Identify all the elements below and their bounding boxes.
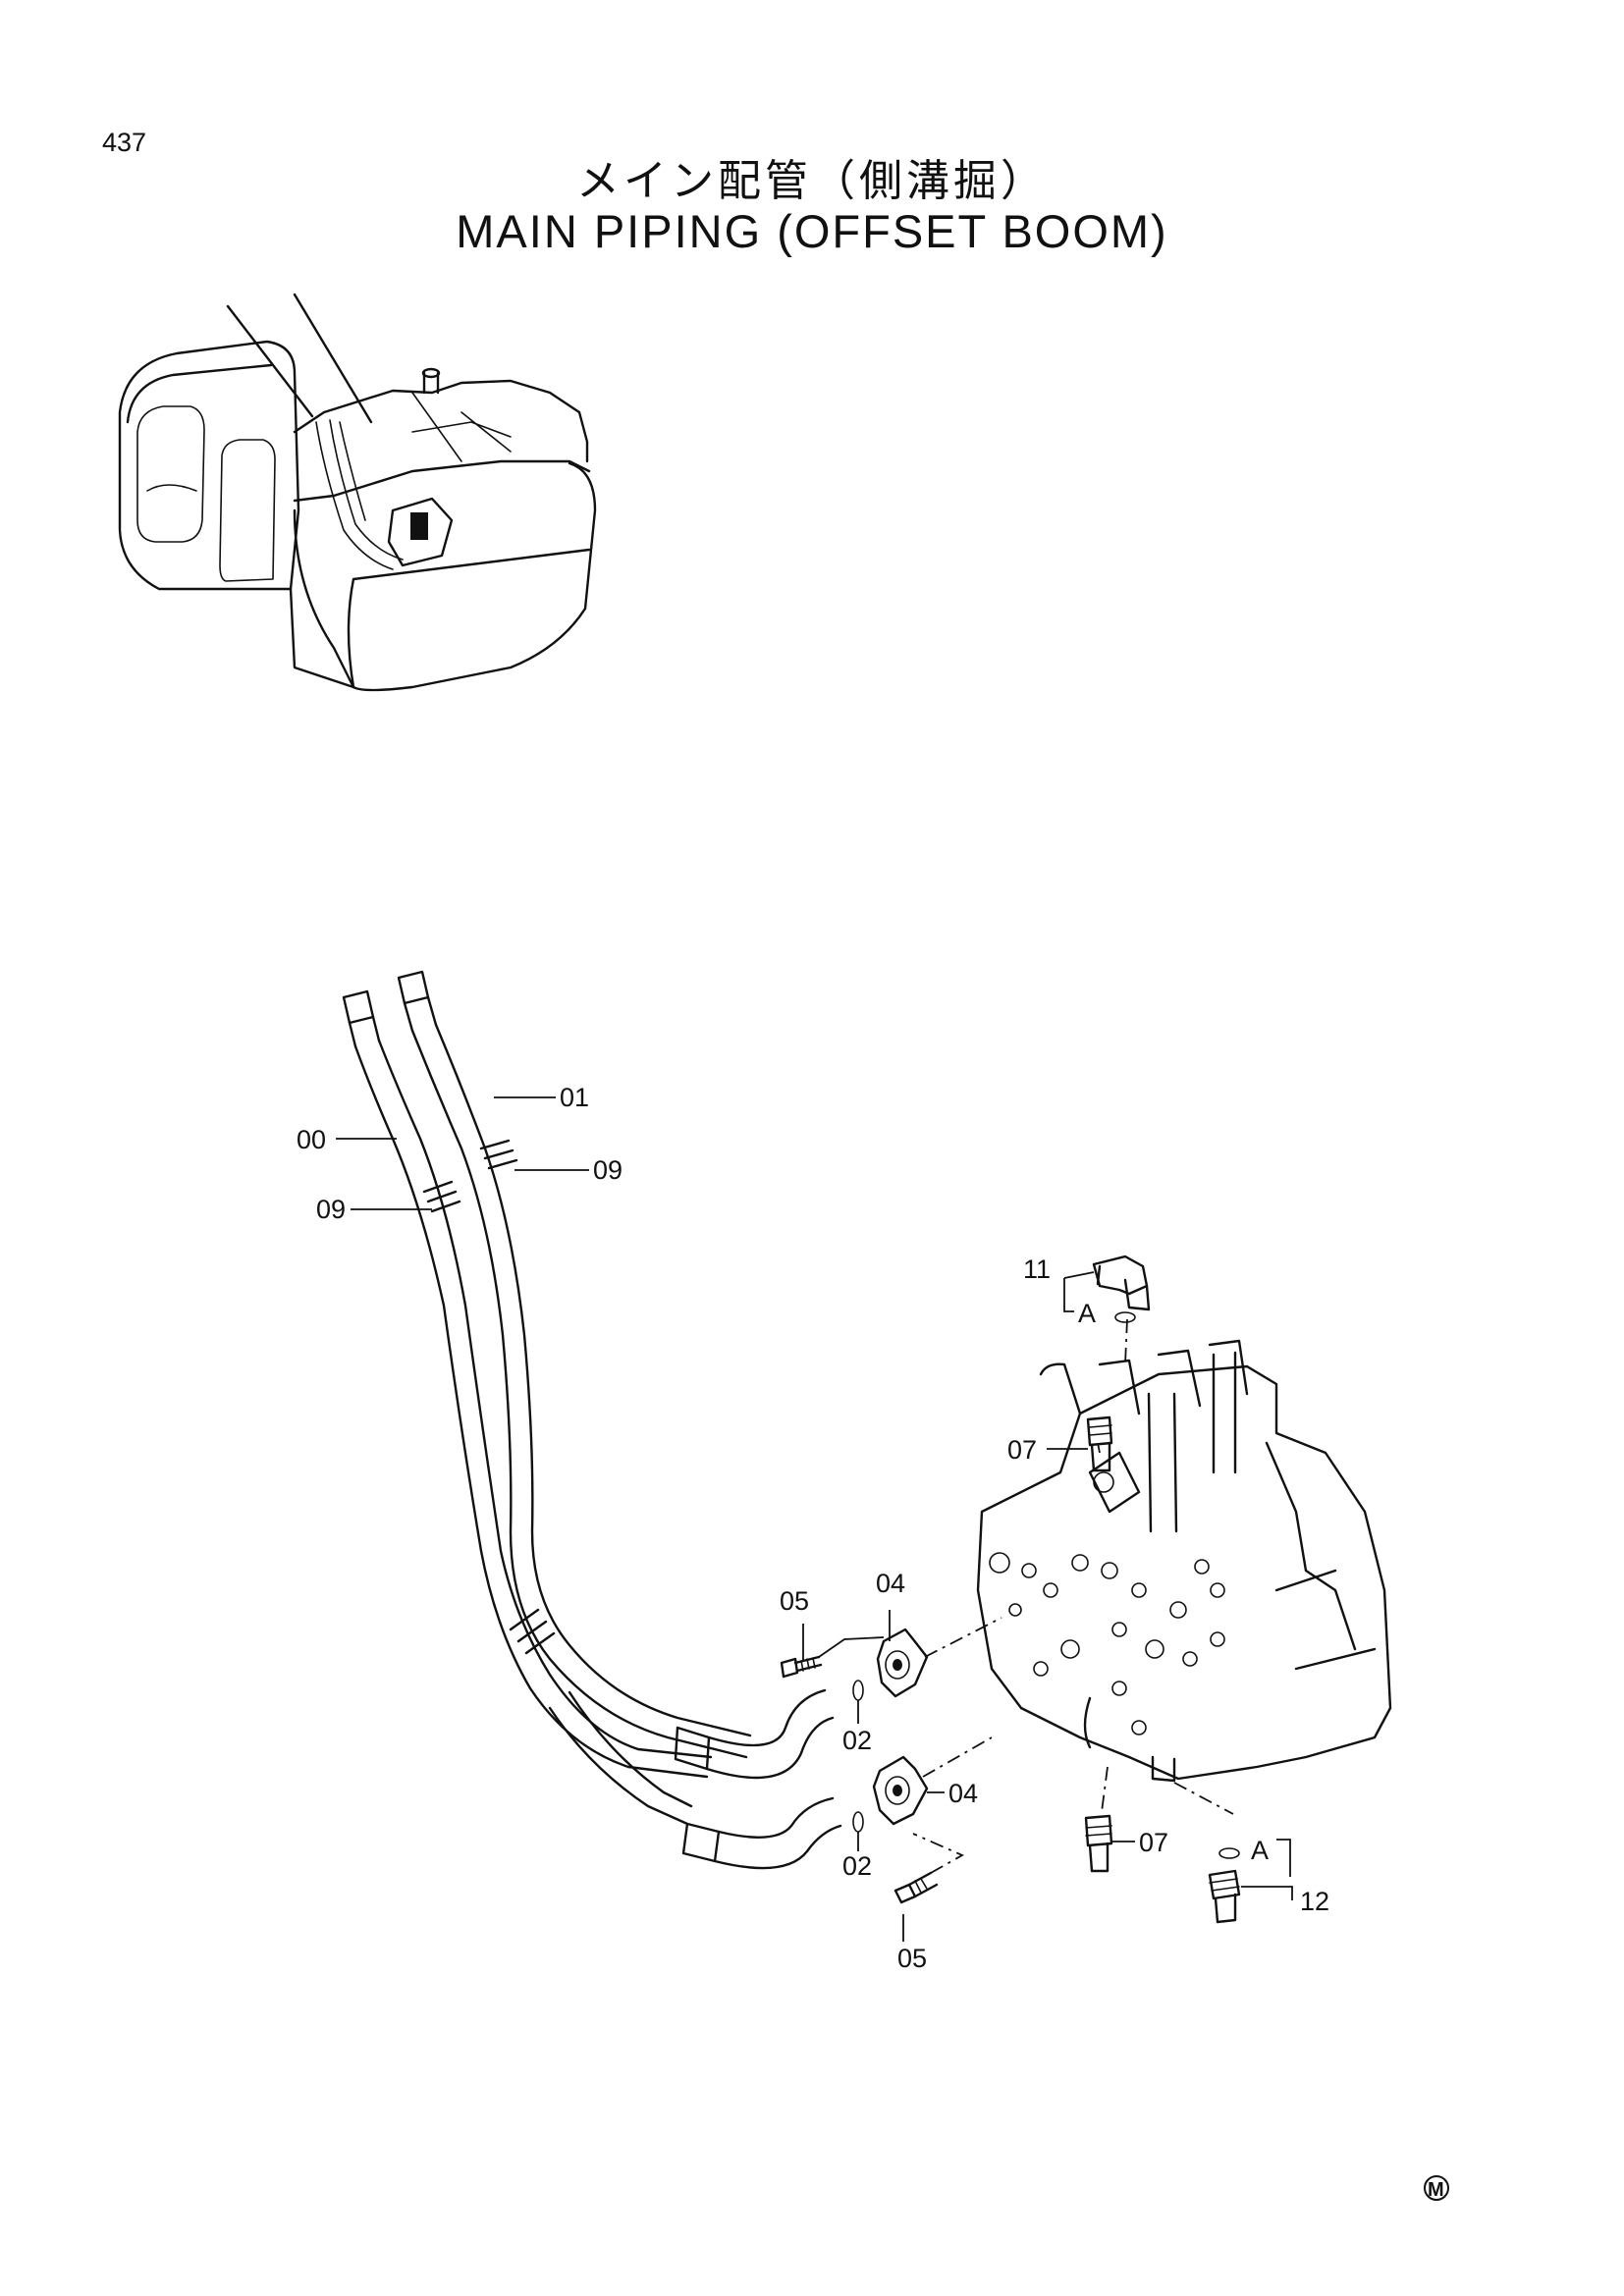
callout-09-left: 09 — [316, 1195, 346, 1224]
callout-02-lower: 02 — [842, 1851, 872, 1881]
callout-12: 12 — [1300, 1887, 1329, 1916]
excavator-overview — [118, 293, 597, 692]
callout-05-upper: 05 — [780, 1586, 809, 1616]
callout-09-right: 09 — [593, 1155, 623, 1185]
control-valve — [976, 1318, 1392, 1815]
callout-02-upper: 02 — [842, 1726, 872, 1755]
fitting-07-upper — [1086, 1415, 1113, 1472]
flange-04-upper — [876, 1628, 929, 1698]
page-number: 437 — [102, 128, 147, 157]
mark-letter: M — [1428, 2179, 1444, 2201]
callout-11: 11 — [1023, 1255, 1051, 1284]
callout-04-lower: 04 — [948, 1779, 978, 1808]
callout-07-upper: 07 — [1007, 1435, 1037, 1465]
callouts: 00 01 09 09 11 A 07 05 04 02 04 02 07 A … — [297, 1083, 1329, 1973]
callout-01: 01 — [560, 1083, 589, 1112]
callout-07-lower: 07 — [1139, 1828, 1168, 1857]
callout-00: 00 — [297, 1125, 326, 1154]
fitting-12 — [1208, 1847, 1241, 1924]
bolt-05-lower — [893, 1871, 939, 1904]
bolt-05-upper — [780, 1655, 823, 1679]
callout-A-upper: A — [1078, 1299, 1096, 1328]
callout-05-lower: 05 — [897, 1944, 927, 1973]
title-english: MAIN PIPING (OFFSET BOOM) — [456, 205, 1168, 257]
fitting-07-lower — [1084, 1814, 1113, 1873]
title-japanese: メイン配管（側溝掘） — [576, 156, 1048, 206]
hose-01 — [397, 970, 842, 1870]
callout-A-lower: A — [1251, 1836, 1269, 1865]
circled-m-mark: M — [1424, 2175, 1449, 2201]
leader-lines — [336, 1096, 1293, 1942]
callout-04-upper: 04 — [876, 1569, 905, 1598]
flange-04-lower — [872, 1755, 929, 1826]
elbow-fitting-11 — [1092, 1255, 1151, 1323]
